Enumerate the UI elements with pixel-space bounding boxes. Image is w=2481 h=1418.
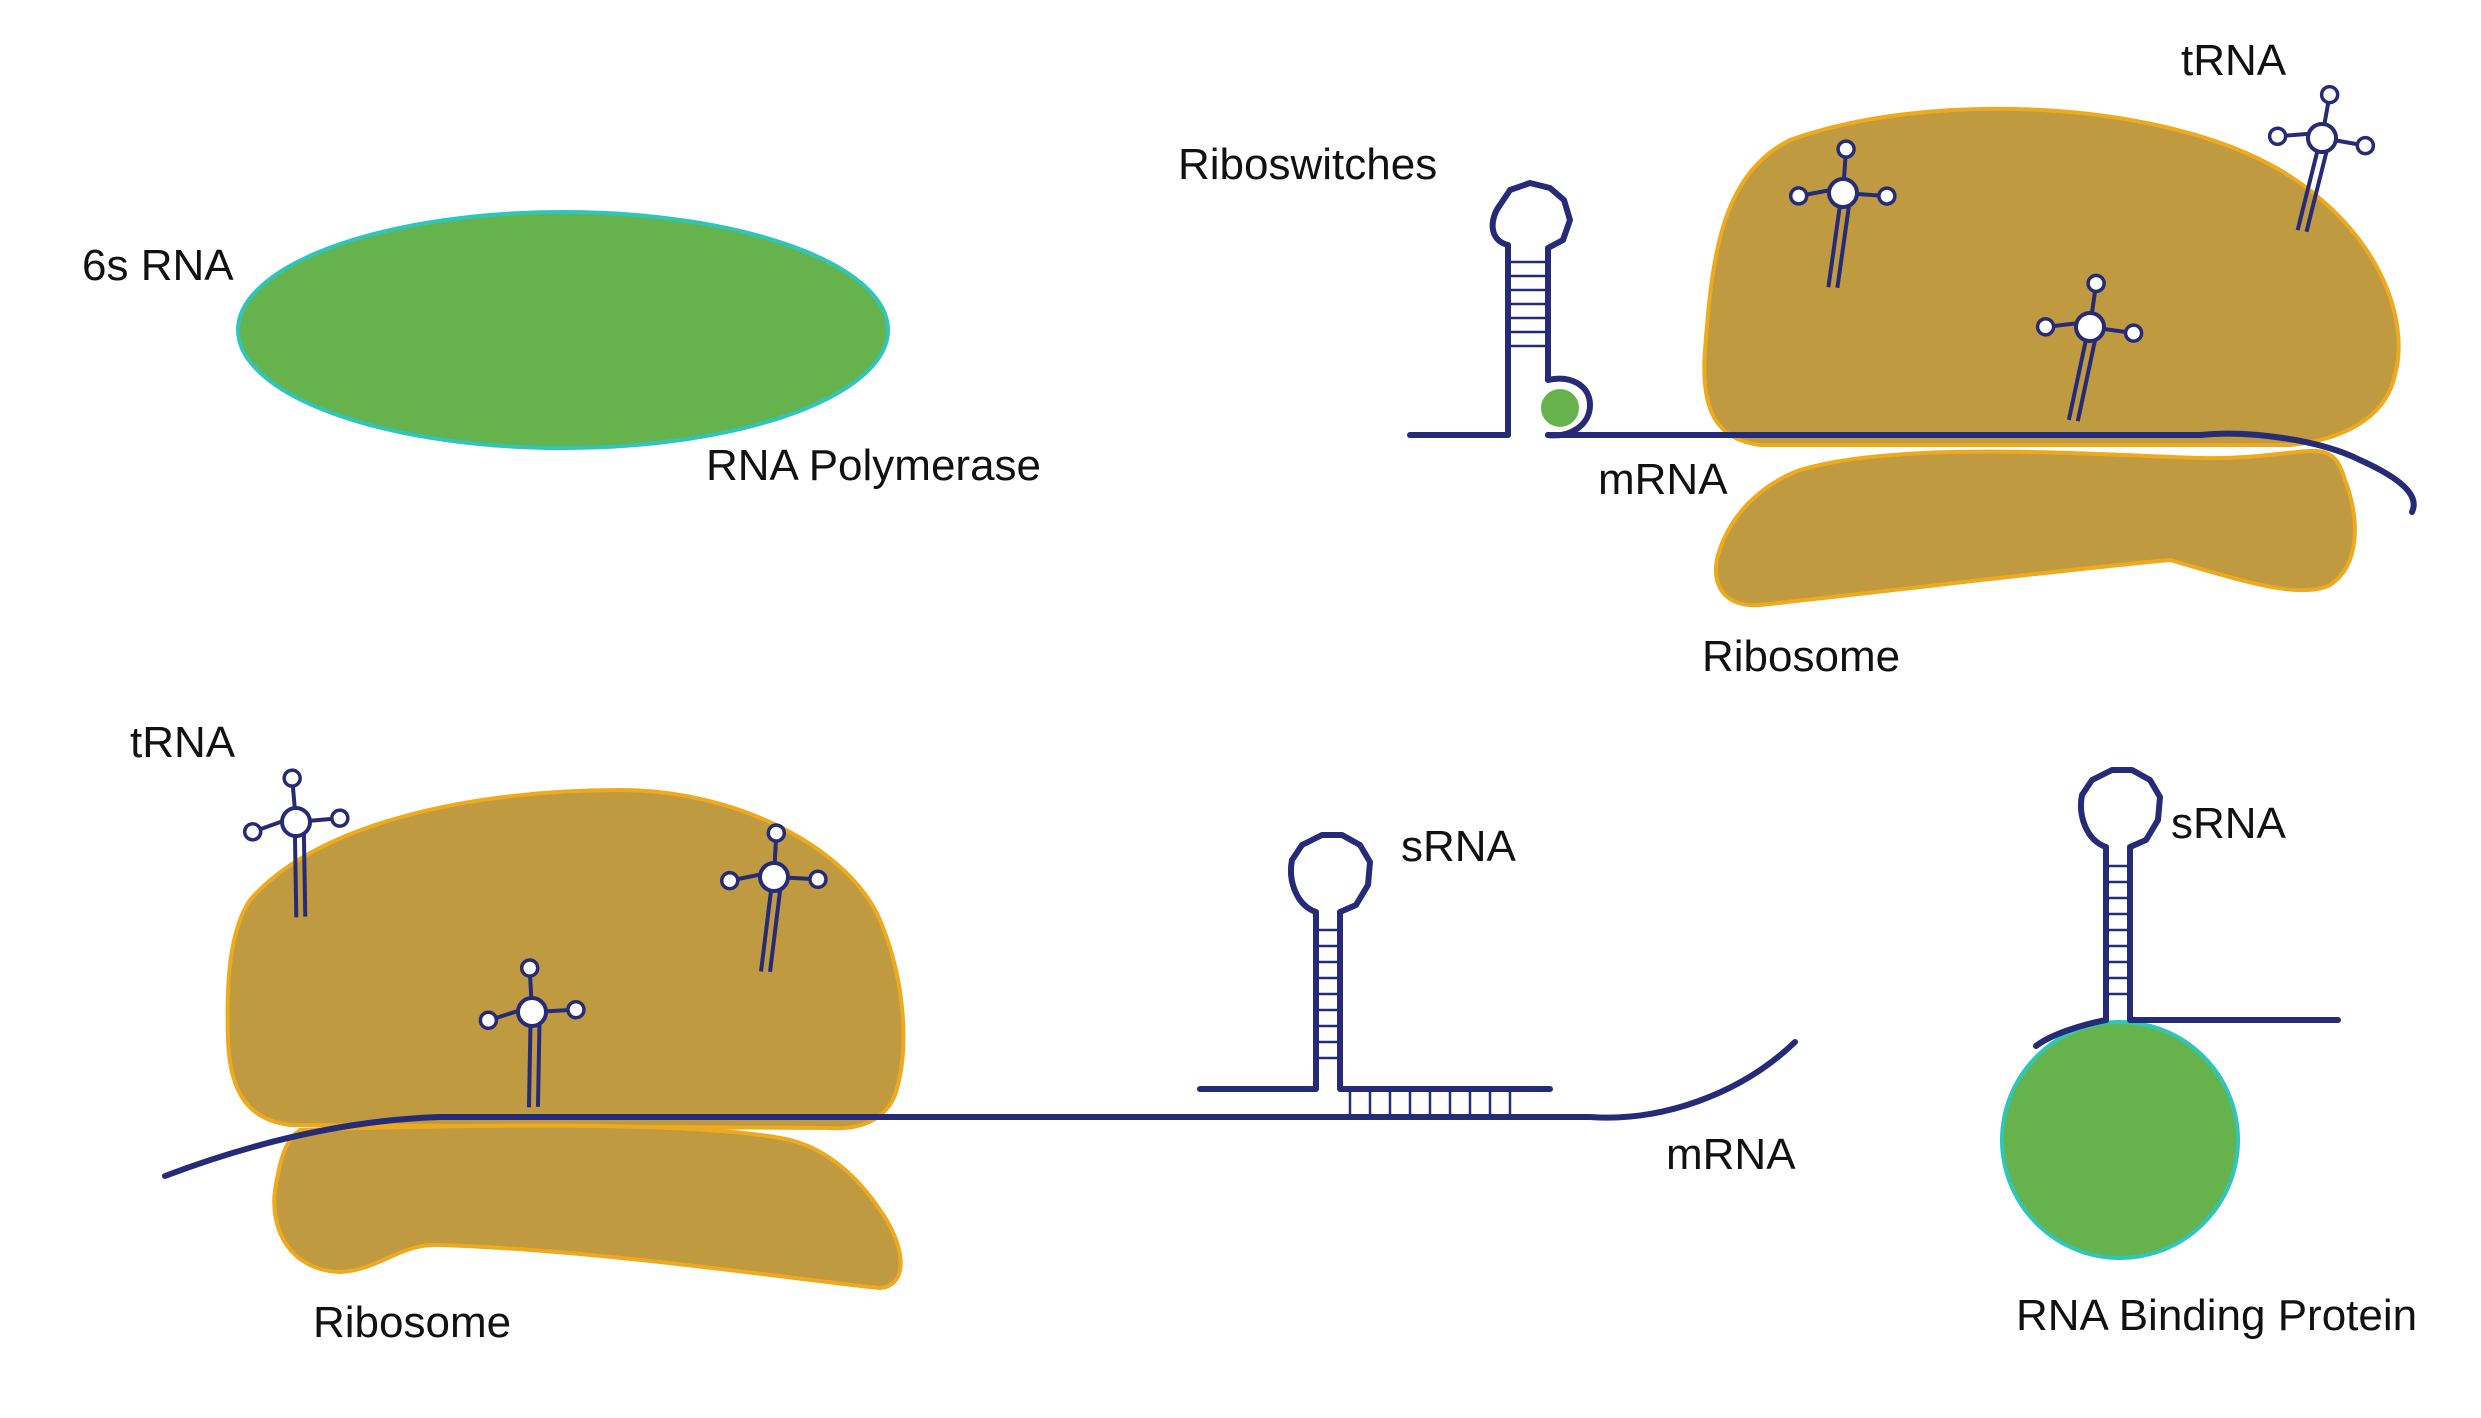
mrna-strand-bottom — [162, 1039, 1798, 1179]
rna-polymerase-ellipse — [236, 210, 890, 450]
srna-right-stem-pairs — [2108, 864, 2128, 996]
rna-polymerase-label: RNA Polymerase — [706, 441, 1041, 490]
riboswitch-base-pairs — [1510, 260, 1546, 348]
ribosome-small-subunit-top — [1713, 448, 2357, 608]
ribosome-label-top: Ribosome — [1702, 632, 1900, 681]
ribosome-label-bottom: Ribosome — [313, 1298, 511, 1347]
riboswitch-group: Riboswitches tRNA mRNA Ribosome — [1178, 36, 2417, 681]
srna-mrna-group: tRNA sRNA mRNA Ribosome — [130, 718, 1798, 1347]
six-s-rna-group: 6s RNA RNA Polymerase — [82, 210, 1041, 490]
ribosome-large-subunit-bottom — [225, 787, 906, 1131]
riboswitch-hairpin — [1489, 180, 1593, 439]
mrna-strand-top-main — [1545, 430, 2417, 515]
srna-mrna-pairs — [1348, 1092, 1512, 1114]
rna-binding-protein-circle — [2000, 1020, 2240, 1260]
srna-hairpin-mid — [1197, 832, 1553, 1092]
ligand-dot — [1541, 389, 1579, 427]
trna-label-top: tRNA — [2181, 36, 2287, 85]
riboswitches-label: Riboswitches — [1178, 140, 1437, 189]
trna-label-bottom: tRNA — [130, 718, 236, 767]
six-s-rna-label: 6s RNA — [82, 241, 234, 290]
ribosome-small-subunit-bottom — [272, 1123, 903, 1291]
srna-hairpin-right — [2033, 767, 2341, 1049]
ribosome-large-subunit-top — [1702, 106, 2401, 447]
srna-stem-pairs — [1318, 928, 1338, 1060]
rna-binding-protein-label: RNA Binding Protein — [2016, 1291, 2417, 1340]
rna-binding-protein-group: sRNA RNA Binding Protein — [2000, 767, 2417, 1340]
mrna-label-bottom: mRNA — [1666, 1130, 1796, 1179]
srna-label-mid: sRNA — [1401, 822, 1517, 871]
srna-label-right: sRNA — [2171, 799, 2287, 848]
mrna-label-top: mRNA — [1598, 455, 1728, 504]
